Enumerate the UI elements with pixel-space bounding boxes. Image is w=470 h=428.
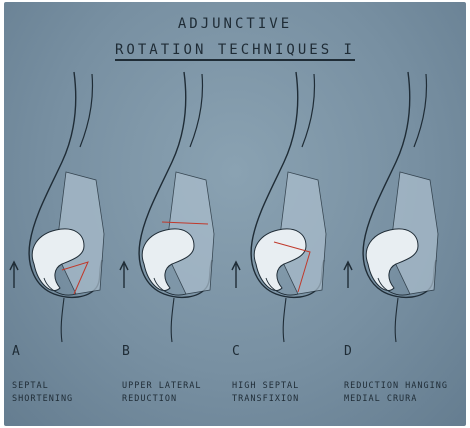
panel-b-caption: UPPER LATERAL REDUCTION <box>122 380 202 406</box>
panel-a-caption: SEPTAL SHORTENING <box>12 380 73 406</box>
panel-c-caption: HIGH SEPTAL TRANSFIXION <box>232 380 299 406</box>
panel-c-figure <box>232 72 326 342</box>
diagram-slide: ADJUNCTIVE ROTATION TECHNIQUES I <box>4 2 466 426</box>
panel-a-caption-line-1: SEPTAL <box>12 381 49 391</box>
panel-b-letter: B <box>122 344 130 359</box>
panel-c-letter: C <box>232 344 240 359</box>
panel-d-caption-line-2: MEDIAL CRURA <box>344 394 417 404</box>
panel-b-caption-line-2: REDUCTION <box>122 394 177 404</box>
panel-a-figure <box>10 72 104 342</box>
panel-a-caption-line-2: SHORTENING <box>12 394 73 404</box>
panel-c-caption-line-1: HIGH SEPTAL <box>232 381 299 391</box>
panel-c-caption-line-2: TRANSFIXION <box>232 394 299 404</box>
panel-d-letter: D <box>344 344 352 359</box>
panel-a-letter: A <box>12 344 20 359</box>
panel-b-caption-line-1: UPPER LATERAL <box>122 381 202 391</box>
nose-illustrations <box>4 2 466 426</box>
panel-d-caption: REDUCTION HANGING MEDIAL CRURA <box>344 380 448 406</box>
panel-d-figure <box>344 72 438 342</box>
panel-d-caption-line-1: REDUCTION HANGING <box>344 381 448 391</box>
panel-b-figure <box>120 72 214 342</box>
